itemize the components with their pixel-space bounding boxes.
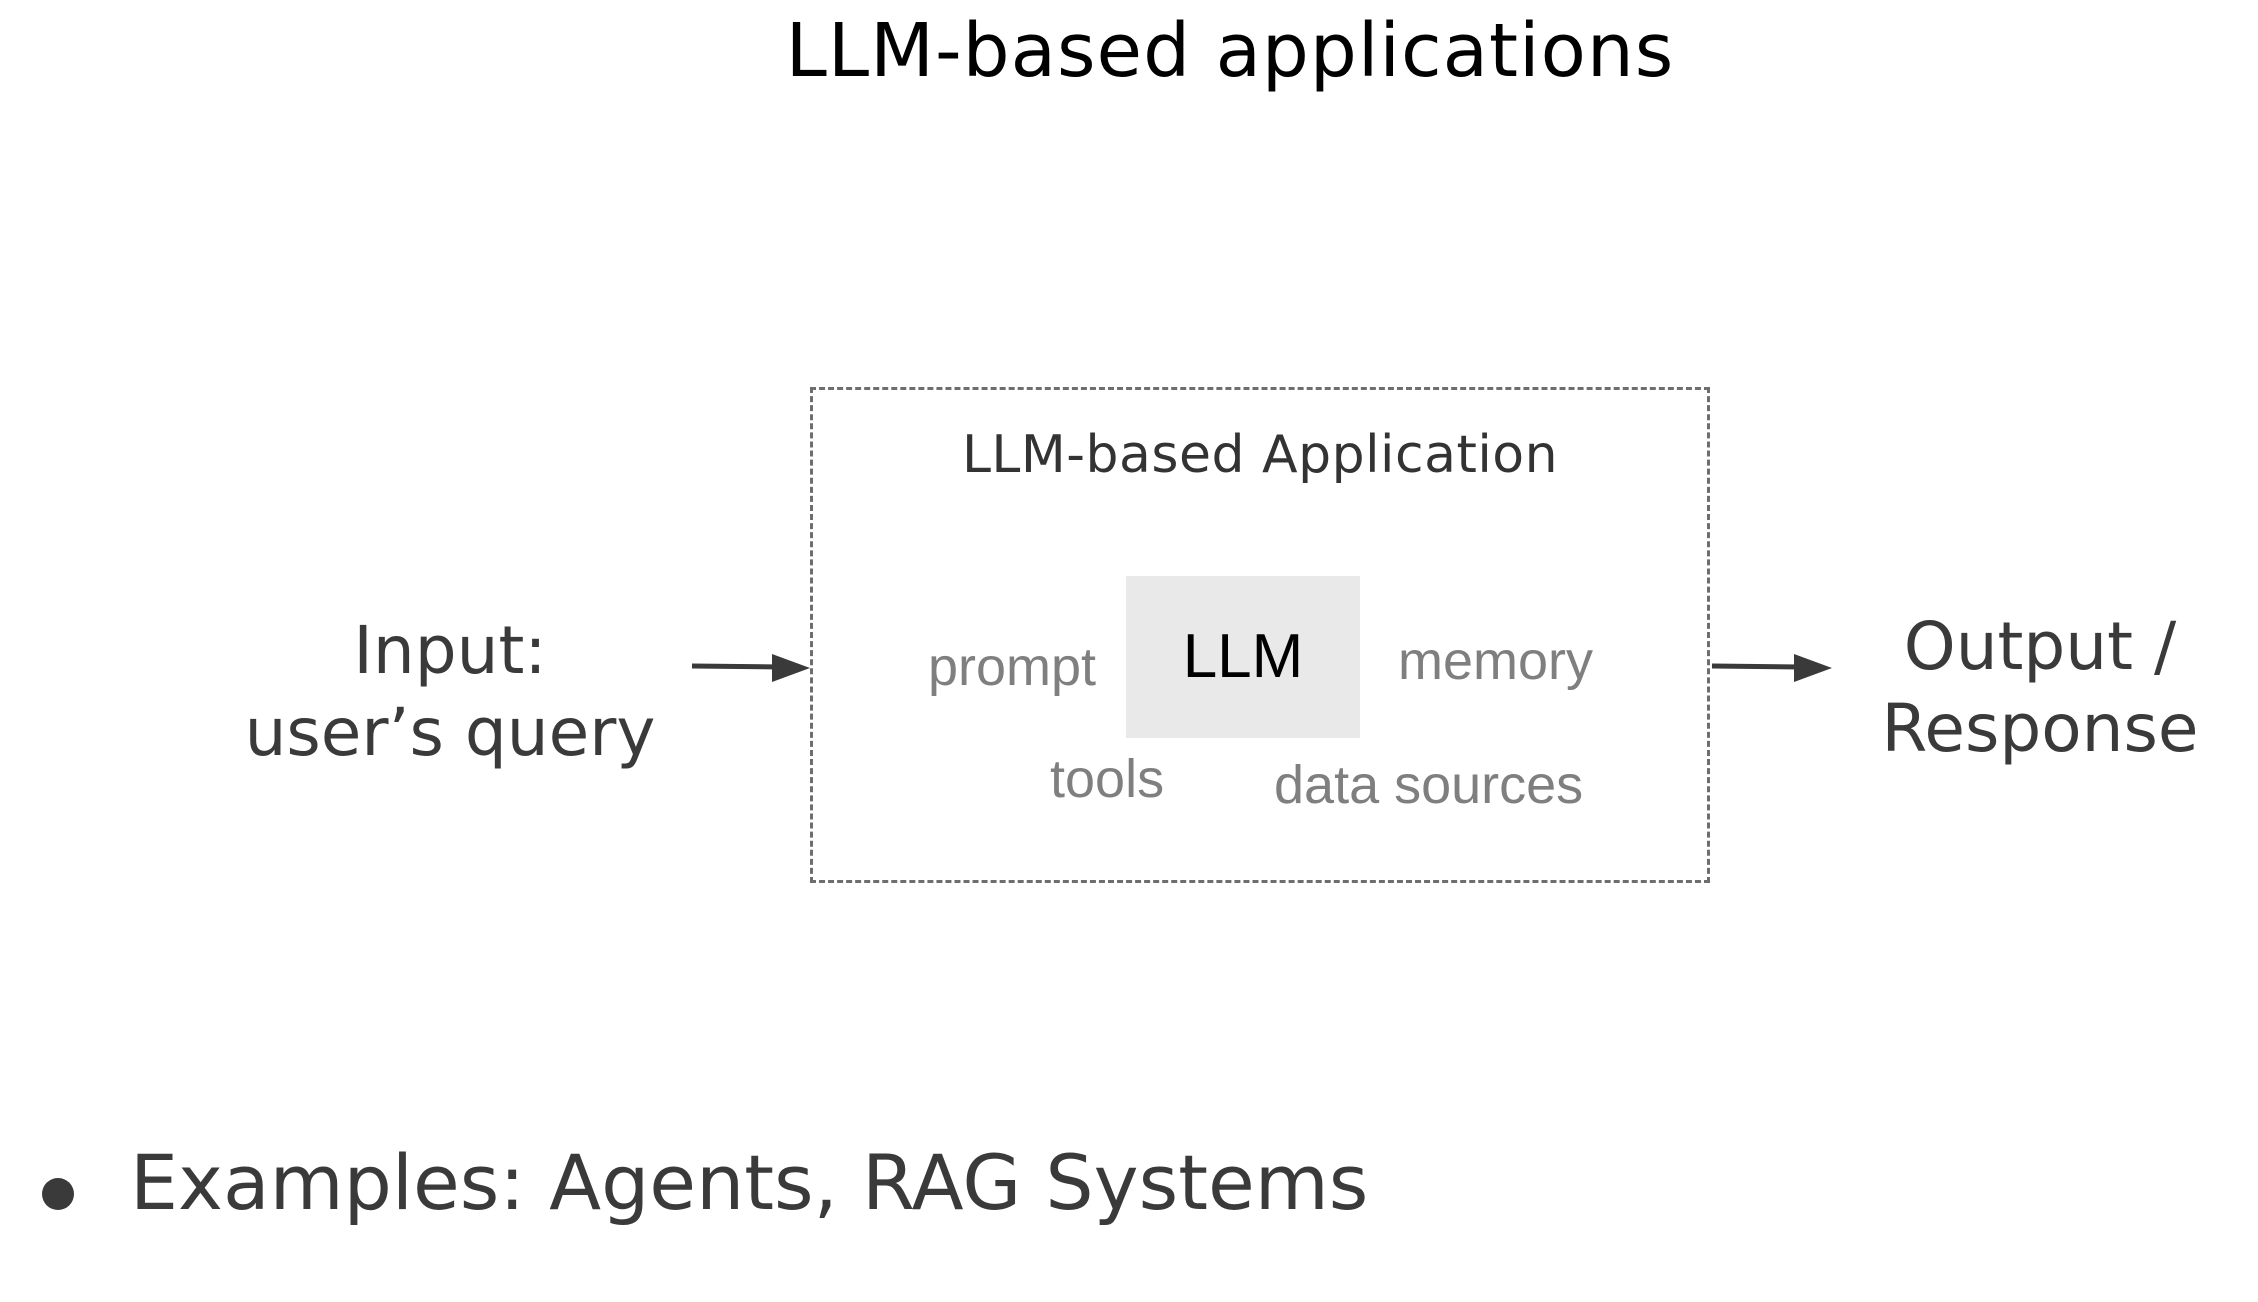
input-arrow [691,654,810,682]
application-box [810,387,1710,883]
component-prompt: prompt [928,637,1097,697]
component-memory: memory [1398,631,1594,691]
output-arrow [1711,654,1832,682]
examples-bullet: Examples: Agents, RAG Systems [130,1138,1369,1227]
component-data-sources: data sources [1274,755,1584,815]
input-label-line2: user’s query [244,694,656,771]
input-label-line1: Input: [353,612,547,689]
page-title: LLM-based applications [785,8,1675,94]
bullet-dot [42,1178,74,1210]
input-label: Input: user’s query [230,610,670,774]
llm-box [1126,576,1360,738]
output-label: Output / Response [1850,606,2230,770]
output-label-line1: Output / [1903,608,2177,685]
application-title: LLM-based Application [961,425,1559,485]
output-label-line2: Response [1881,690,2199,767]
component-tools: tools [1050,749,1165,809]
llm-label: LLM [1182,622,1304,691]
